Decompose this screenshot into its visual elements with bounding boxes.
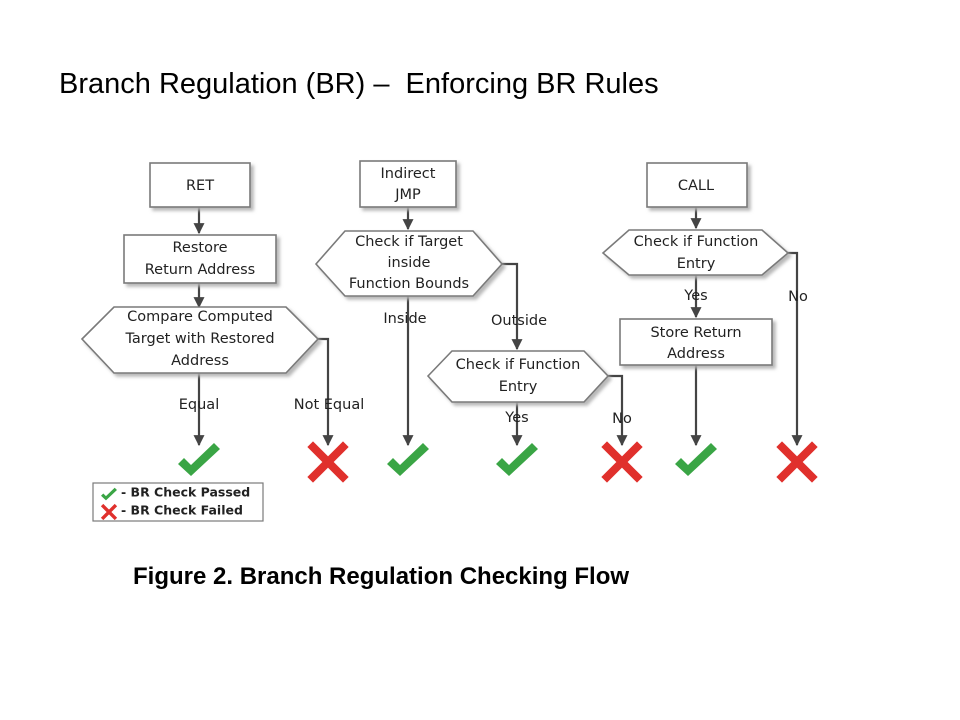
edge-label-not-equal: Not Equal	[294, 397, 364, 413]
ret-node	[149, 162, 251, 208]
compare-label-line2: Target with Restored	[124, 331, 274, 347]
call-check-entry-line2: Entry	[677, 256, 716, 272]
jmp-check-entry-line2: Entry	[499, 379, 538, 395]
fail-x-icon	[313, 447, 343, 477]
compare-node	[80, 306, 320, 374]
edge-target-outside	[502, 262, 523, 351]
edge-label-call-yes: Yes	[683, 288, 707, 304]
legend: - BR Check Passed - BR Check Failed	[92, 482, 264, 522]
edge-label-outside: Outside	[491, 313, 547, 329]
check-target-line1: Check if Target	[355, 234, 463, 250]
jmp-label-line2: JMP	[394, 187, 421, 203]
check-target-line3: Function Bounds	[349, 276, 469, 292]
legend-check-icon	[101, 487, 117, 501]
indirect-jmp-node	[359, 160, 457, 208]
flow-edges	[193, 207, 803, 447]
call-check-entry-node	[601, 229, 790, 276]
legend-passed-label: - BR Check Passed	[121, 485, 250, 500]
jmp-label-line1: Indirect	[381, 166, 436, 182]
fail-x-icon	[607, 447, 637, 477]
pass-check-icon	[675, 443, 717, 476]
check-target-node	[314, 230, 504, 297]
store-return-node	[619, 318, 773, 366]
edge-call-entry-no	[788, 251, 803, 447]
slide-title: Branch Regulation (BR) – Enforcing BR Ru…	[59, 68, 659, 100]
store-return-line1: Store Return	[650, 325, 741, 341]
edge-label-jmp-yes: Yes	[504, 410, 528, 426]
jmp-check-entry-line1: Check if Function	[456, 357, 581, 373]
ret-label: RET	[186, 178, 214, 194]
pass-check-icon	[387, 443, 429, 476]
edge-label-call-no: No	[788, 289, 808, 305]
call-label: CALL	[678, 178, 714, 194]
edge-label-equal: Equal	[179, 397, 219, 413]
check-target-line2: inside	[388, 255, 431, 271]
jmp-check-entry-node	[426, 350, 610, 403]
pass-check-icon	[178, 443, 220, 476]
restore-label-line2: Return Address	[145, 262, 255, 278]
edge-label-jmp-no: No	[612, 411, 632, 427]
edge-label-inside: Inside	[383, 311, 426, 327]
store-return-line2: Address	[667, 346, 725, 362]
call-check-entry-line1: Check if Function	[634, 234, 759, 250]
restore-label-line1: Restore	[172, 240, 227, 256]
compare-label-line1: Compare Computed	[127, 309, 273, 325]
call-node	[646, 162, 748, 208]
legend-box	[92, 482, 264, 522]
edge-compare-not-equal	[318, 337, 334, 447]
legend-x-icon	[100, 503, 118, 521]
figure-caption: Figure 2. Branch Regulation Checking Flo…	[133, 563, 629, 590]
legend-failed-label: - BR Check Failed	[121, 503, 243, 518]
restore-node	[123, 234, 277, 284]
fail-x-icon	[782, 447, 812, 477]
pass-check-icon	[496, 443, 538, 476]
compare-label-line3: Address	[171, 353, 229, 369]
edge-jmp-entry-no	[608, 374, 628, 447]
